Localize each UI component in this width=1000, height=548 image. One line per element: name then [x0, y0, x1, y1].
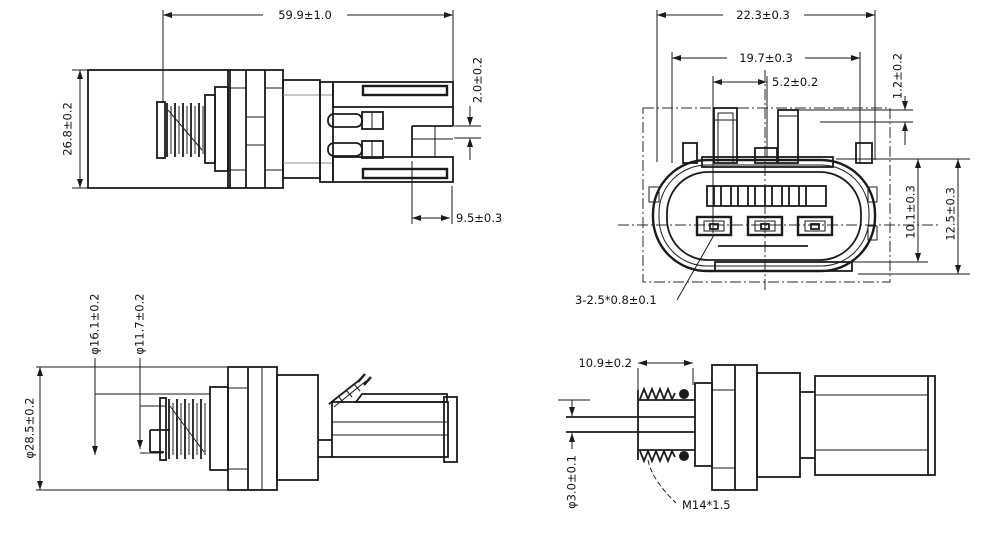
- terminal-3: [796, 215, 834, 237]
- dim-hex-diameter: φ28.5±0.2: [23, 366, 228, 491]
- dim-overall-length: 59.9±1.0: [162, 7, 454, 103]
- dim-text-key-offset: 1.2±0.2: [891, 53, 905, 99]
- o-ring-section: [679, 451, 689, 461]
- connector-face-view: 22.3±0.3 19.7±0.3 5.2±0.2 1.2±0.2: [575, 7, 970, 307]
- o-ring-section: [679, 389, 689, 399]
- connector-face-outline: [648, 156, 878, 273]
- hex-nut-side: [227, 69, 284, 189]
- dim-key-offset: 1.2±0.2: [798, 53, 913, 145]
- dim-text-overall-depth: 12.5±0.3: [944, 187, 958, 241]
- thread-spec-note: M14*1.5: [647, 459, 731, 512]
- left-side-key: [648, 186, 660, 203]
- dim-tab-slot: 2.0±0.2: [454, 57, 485, 160]
- dim-text-overall-length: 59.9±1.0: [278, 8, 332, 22]
- terminal-note-text: 3-2.5*0.8±0.1: [575, 293, 657, 307]
- dim-orifice-diameter: φ3.0±0.1: [558, 399, 590, 509]
- dim-overall-depth: 12.5±0.3: [858, 159, 970, 275]
- dim-text-body-height: 26.8±0.2: [61, 102, 75, 156]
- terminal-1: [695, 215, 733, 237]
- dim-text-tab-slot: 2.0±0.2: [471, 57, 485, 103]
- terminal-2: [746, 215, 784, 237]
- vent-comb: [706, 185, 827, 207]
- threaded-nipple: [637, 382, 713, 467]
- latch-spring-arm: [328, 373, 372, 408]
- thread-stub: [159, 397, 206, 461]
- flange-washer: [694, 382, 713, 467]
- dim-text-tip-diameter: φ11.7±0.2: [133, 293, 147, 354]
- dim-outer-width: 22.3±0.3: [656, 7, 876, 162]
- dim-text-thread-length: 10.9±0.2: [578, 356, 632, 370]
- terminal-pin: [327, 111, 384, 130]
- connector-side-outline: [319, 81, 454, 183]
- dim-text-hex-diameter: φ28.5±0.2: [23, 397, 37, 458]
- right-side-key: [867, 225, 878, 241]
- terminal-size-note: 3-2.5*0.8±0.1: [575, 234, 715, 307]
- latch-bar: [354, 393, 448, 403]
- dim-key-spacing: 5.2±0.2: [712, 75, 818, 233]
- alignment-tabs: [682, 107, 873, 164]
- dim-text-outer-width: 22.3±0.3: [736, 8, 790, 22]
- thread-lines: [166, 103, 204, 157]
- connector-housing-2: [318, 373, 458, 463]
- thread-detail-view: 10.9±0.2 φ3.0±0.1 M14*1.5: [558, 356, 936, 512]
- side-view: 59.9±1.0 26.8±0.2 2.0±0.2 9.5±0.3: [61, 7, 502, 225]
- sensor-housing: [276, 374, 319, 481]
- dim-tip-diameter: φ11.7±0.2: [133, 293, 166, 449]
- dim-text-notch-depth: 9.5±0.3: [456, 211, 502, 225]
- dim-text-inner-width: 19.7±0.3: [739, 51, 793, 65]
- connector-housing-3: [800, 375, 936, 476]
- dim-text-depth-to-step: 10.1±0.3: [904, 185, 918, 239]
- right-side-key: [867, 186, 878, 203]
- dim-body-height: 26.8±0.2: [61, 69, 92, 189]
- dim-seal-diameter: φ16.1±0.2: [88, 293, 210, 455]
- body-cylinder: [756, 372, 801, 478]
- dim-text-orifice-diameter: φ3.0±0.1: [565, 455, 579, 509]
- seal-collar: [209, 386, 229, 471]
- bottom-side-view: φ28.5±0.2 φ16.1±0.2 φ11.7±0.2: [23, 293, 458, 491]
- sensor-body-outline: [87, 69, 333, 189]
- hex-nut-side-3: [711, 364, 758, 491]
- orifice-tube: [566, 416, 695, 433]
- latch-notch: [411, 107, 454, 157]
- dim-depth-to-step: 10.1±0.3: [836, 158, 970, 263]
- terminal-pin: [327, 140, 384, 159]
- thread-spec-text: M14*1.5: [682, 498, 731, 512]
- dim-text-seal-diameter: φ16.1±0.2: [88, 293, 102, 354]
- dim-thread-length: 10.9±0.2: [578, 356, 694, 392]
- bottom-key-bar: [714, 261, 853, 272]
- dim-text-key-spacing: 5.2±0.2: [772, 75, 818, 89]
- dim-inner-width: 19.7±0.3: [671, 50, 861, 163]
- dim-notch-depth: 9.5±0.3: [411, 161, 502, 225]
- hex-nut-side-2: [227, 366, 278, 491]
